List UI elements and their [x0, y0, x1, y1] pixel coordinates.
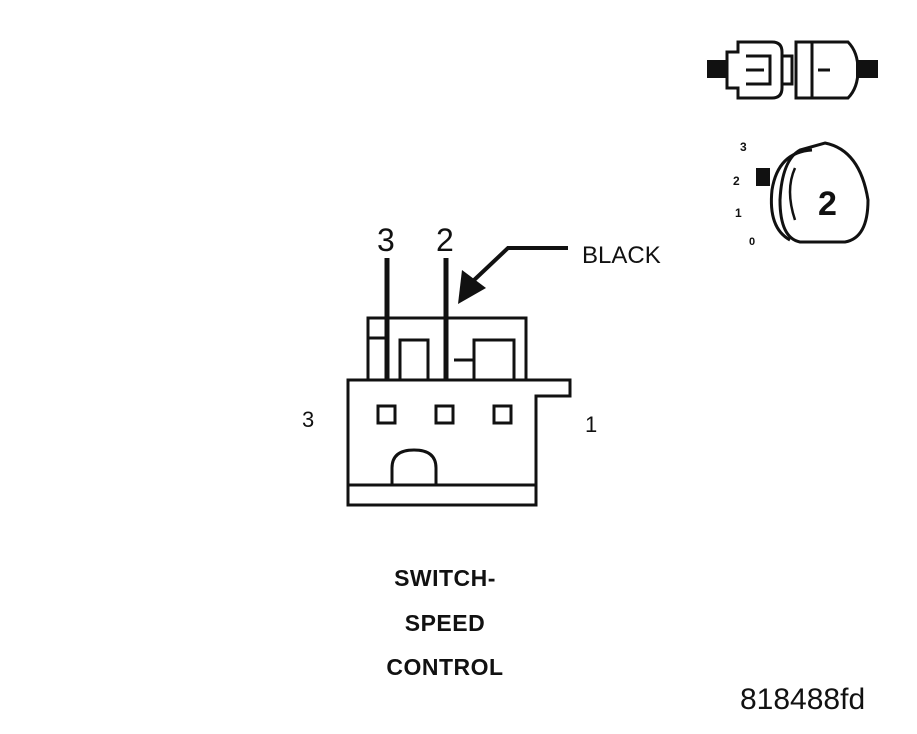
caption-line-1: SWITCH- — [394, 565, 496, 591]
pin-number-2-label: 2 — [436, 222, 454, 258]
rotary-switch-icon: 3 2 1 0 2 — [733, 140, 870, 248]
position-0-label: 0 — [749, 236, 755, 248]
connector-plug-icon — [707, 40, 878, 100]
position-3-label: 3 — [740, 140, 747, 154]
pin-number-3-label: 3 — [377, 222, 395, 258]
selected-position-label: 2 — [818, 185, 837, 223]
wire-color-leader — [458, 246, 568, 304]
terminal-cavity-1 — [492, 404, 513, 425]
position-2-label: 2 — [733, 174, 740, 188]
connector-body — [346, 316, 572, 507]
terminal-cavity-2 — [434, 404, 455, 425]
caption-line-2: SPEED — [404, 610, 486, 636]
figure-reference: 818488fd — [740, 683, 866, 716]
side-label-right: 1 — [585, 412, 597, 437]
wire-color-label: BLACK — [582, 242, 661, 269]
position-1-label: 1 — [735, 206, 742, 220]
side-label-left: 3 — [302, 407, 314, 432]
terminal-cavity-3 — [376, 404, 397, 425]
caption-line-3: CONTROL — [386, 654, 504, 680]
